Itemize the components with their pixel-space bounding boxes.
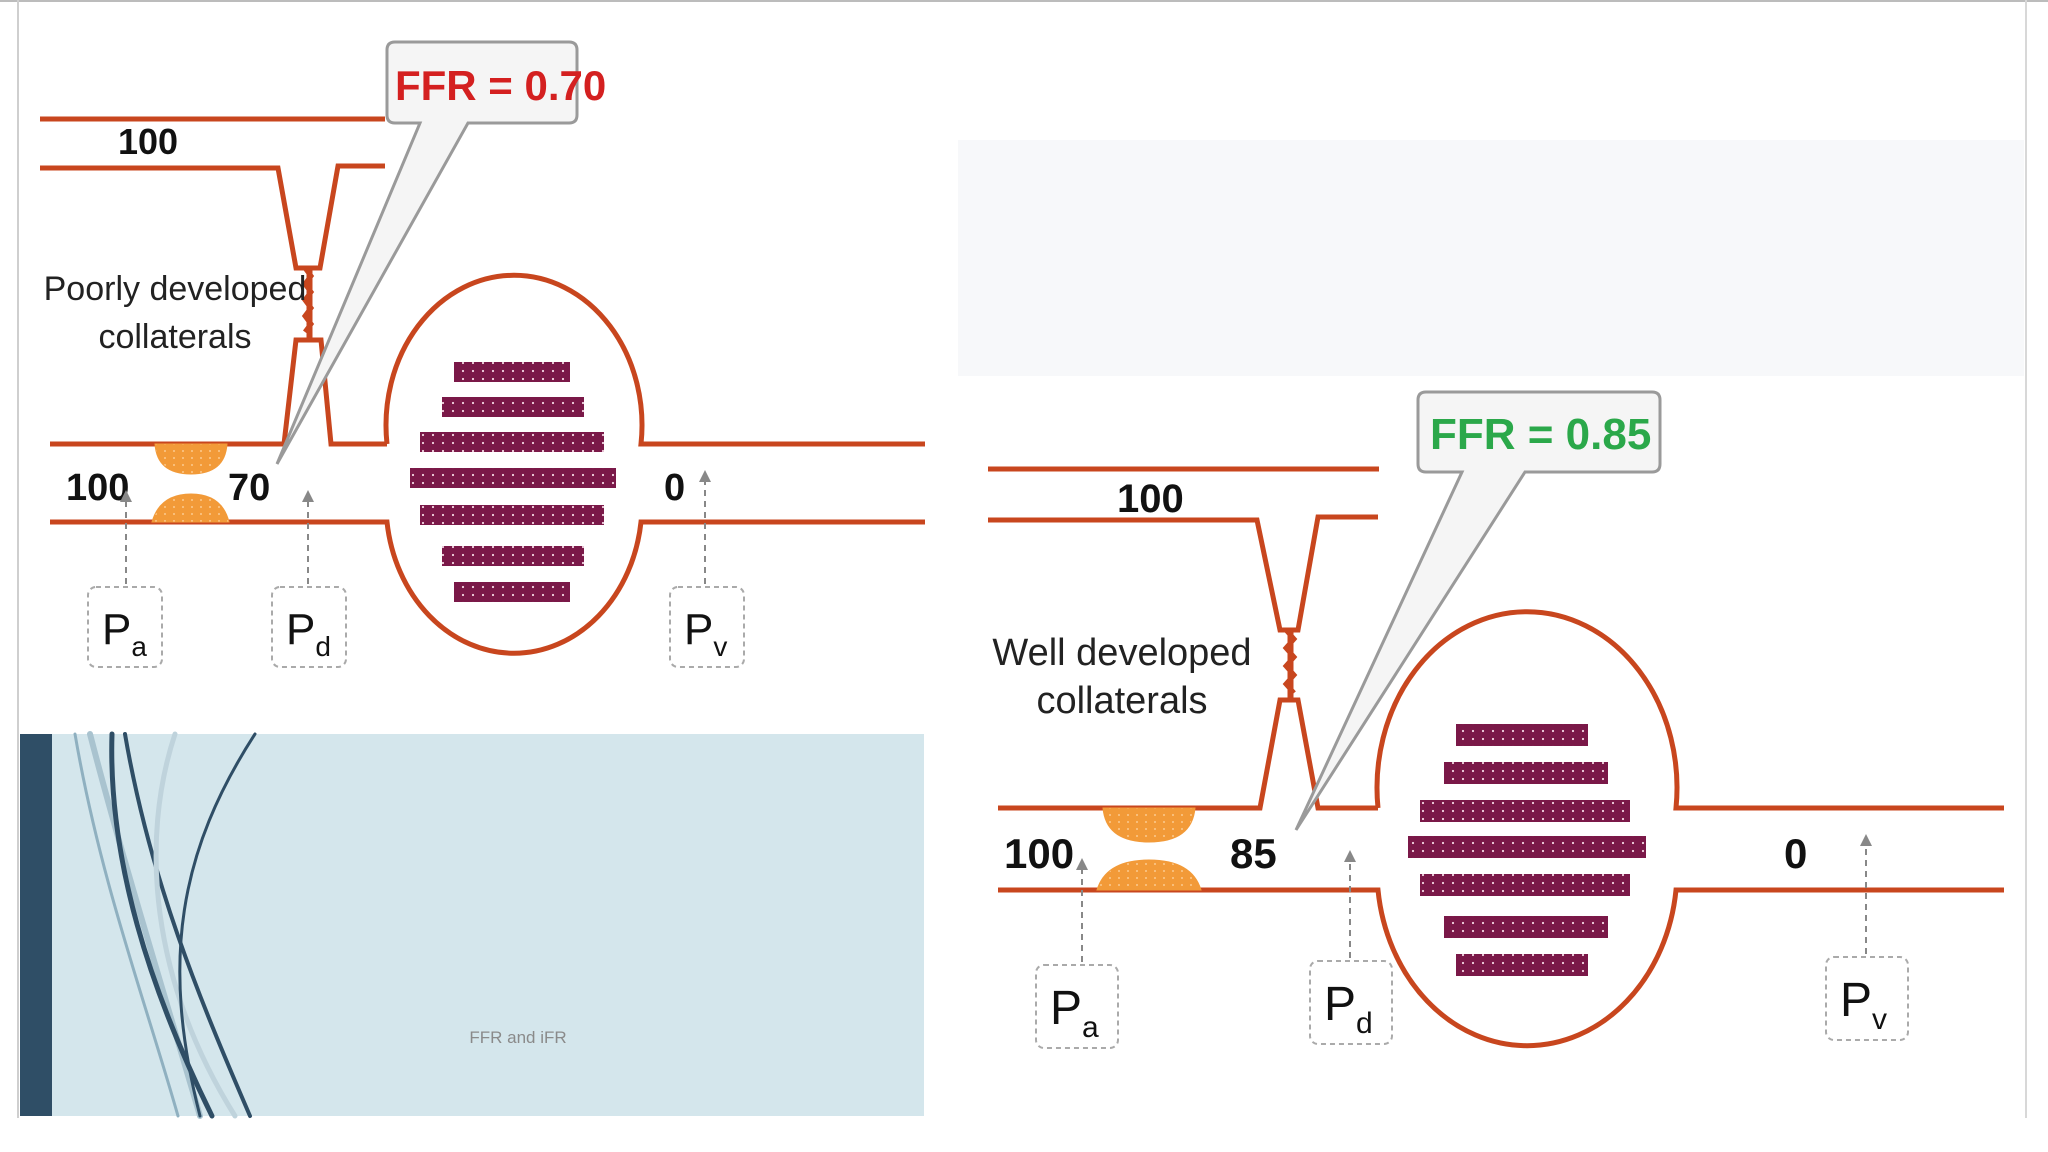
pd-box: Pd	[1309, 960, 1393, 1045]
slide-side-band	[20, 734, 52, 1116]
right-diagram-panel: FFR = 0.85 100 Well developed collateral…	[988, 390, 2004, 1049]
left-diagram-panel: FFR = 0.70 100 Poorly developed collater…	[40, 40, 925, 668]
left-vessel-upper-wall	[383, 272, 925, 447]
collateral-pressure-value: 100	[118, 121, 178, 162]
myocardium-bar	[442, 546, 584, 566]
collateral-description-line1: Poorly developed	[44, 270, 307, 308]
right-myocardium	[1408, 724, 1646, 976]
pa-box: Pa	[1035, 964, 1119, 1049]
collateral-description-line2: collaterals	[98, 318, 251, 356]
venous-pressure-value: 0	[664, 467, 685, 509]
collateral-description-line1: Well developed	[992, 632, 1251, 674]
faded-panel-background	[958, 140, 2024, 376]
distal-pressure-value: 70	[228, 467, 270, 509]
right-ffr-callout: FFR = 0.85	[1294, 390, 1662, 831]
slide-caption: FFR and iFR	[469, 1028, 566, 1047]
pv-label: Pv	[684, 605, 727, 662]
aortic-pressure-value: 100	[1004, 830, 1074, 877]
slide-background	[20, 734, 924, 1116]
ffr-value-label: FFR = 0.85	[1430, 410, 1651, 459]
left-myocardium	[410, 362, 616, 602]
callout-bubble	[1294, 390, 1662, 831]
myocardium-bar	[410, 468, 616, 488]
pa-box: Pa	[87, 586, 163, 668]
pa-label: Pa	[1050, 982, 1099, 1044]
myocardium-bar	[1456, 954, 1588, 976]
left-vessel-lower-wall	[50, 519, 925, 656]
left-lower-plaque	[151, 493, 230, 523]
myocardium-bar	[1444, 916, 1608, 938]
myocardium-bar	[1420, 800, 1630, 822]
collateral-description-line2: collaterals	[1036, 680, 1207, 722]
callout-bubble	[275, 40, 579, 465]
myocardium-bar	[454, 362, 570, 382]
ffr-value-label: FFR = 0.70	[395, 62, 606, 109]
myocardium-bar	[1420, 874, 1630, 896]
collateral-tortuous-vessel	[301, 266, 315, 334]
collateral-tortuous-vessel	[1282, 628, 1298, 695]
pa-label: Pa	[102, 605, 147, 662]
myocardium-bar	[442, 397, 584, 417]
collateral-pressure-value: 100	[1117, 477, 1184, 521]
myocardium-bar	[1408, 836, 1646, 858]
pv-box: Pv	[1825, 956, 1909, 1041]
pd-label: Pd	[286, 605, 331, 662]
pv-label: Pv	[1840, 974, 1887, 1036]
myocardium-bar	[454, 582, 570, 602]
myocardium-bar	[420, 505, 604, 525]
myocardium-bar	[1456, 724, 1588, 746]
right-vessel-lower-wall	[998, 887, 2004, 1049]
pd-box: Pd	[271, 586, 347, 668]
slide-decorative-curves	[73, 731, 257, 1119]
venous-pressure-value: 0	[1784, 830, 1807, 877]
myocardium-bar	[420, 432, 604, 452]
left-upper-plaque	[154, 443, 228, 475]
right-vessel-upper-wall	[1374, 609, 2004, 811]
pv-box: Pv	[669, 586, 745, 668]
myocardium-bar	[1444, 762, 1608, 784]
pd-label: Pd	[1324, 978, 1373, 1040]
slide-thumbnail: FFR and iFR	[20, 731, 924, 1119]
left-ffr-callout: FFR = 0.70	[275, 40, 606, 465]
right-upper-plaque	[1102, 807, 1196, 843]
right-lower-plaque	[1096, 859, 1202, 891]
distal-pressure-value: 85	[1230, 830, 1277, 877]
aortic-pressure-value: 100	[66, 467, 129, 509]
